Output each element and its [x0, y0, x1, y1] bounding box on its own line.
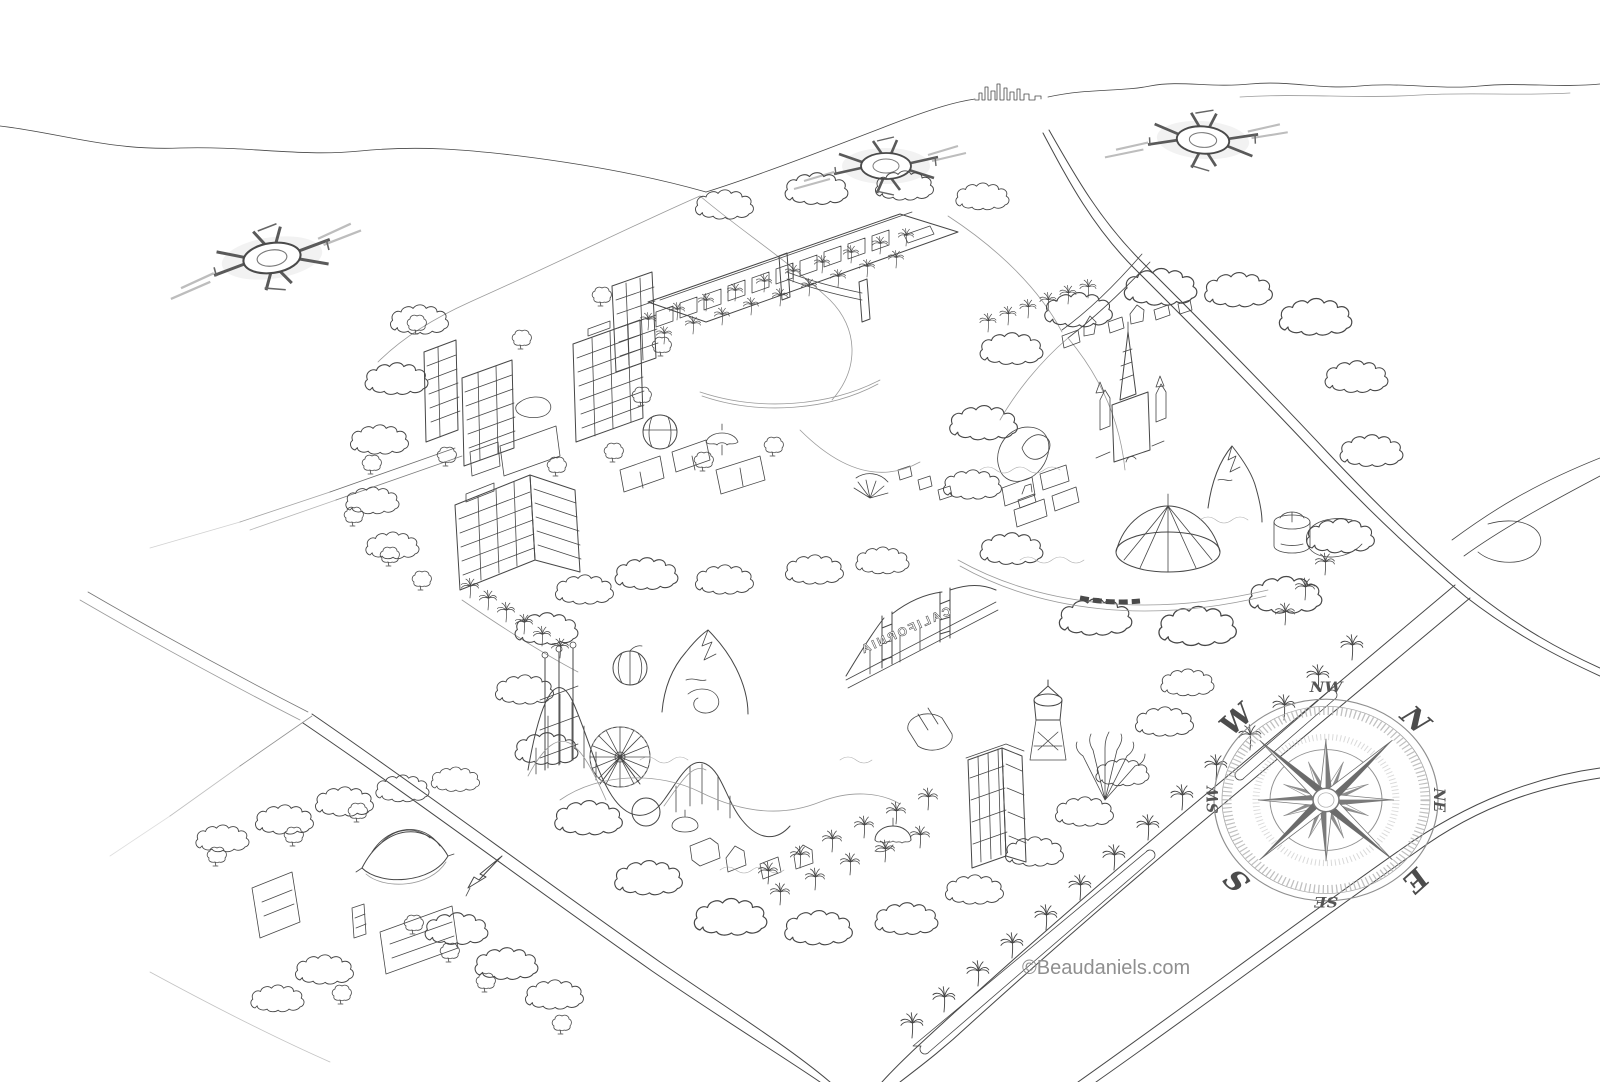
parking-roof	[647, 213, 959, 323]
hotel-walkway-palms	[460, 577, 579, 673]
toontown-buildings	[1061, 299, 1193, 349]
tree-row-north	[195, 766, 480, 853]
road-median-short	[1234, 689, 1338, 781]
low-buildings	[251, 871, 459, 975]
main-street-buildings	[1001, 464, 1080, 528]
monorail-beam	[699, 379, 881, 409]
freeway-edge-2	[1042, 132, 1600, 677]
parking-roof-detail	[659, 211, 935, 301]
road-median-long	[912, 849, 1156, 1055]
water-tower	[1029, 679, 1067, 761]
distant-city-skyline	[974, 83, 1042, 101]
hotel-podium-and-pool	[469, 396, 561, 477]
surface-roads	[79, 195, 1600, 1082]
harbor-boulevard	[881, 584, 1471, 1082]
parking-palm-colonnade	[640, 228, 914, 345]
compass-hub	[1312, 787, 1340, 813]
railroad-and-train	[957, 559, 1269, 612]
matterhorn-mountain	[1207, 445, 1263, 523]
orange-dome	[612, 645, 648, 686]
convention-center-block	[195, 766, 584, 1035]
park-berm-groves	[943, 267, 1404, 647]
space-mountain-dome	[1115, 493, 1221, 573]
promenade-shops	[619, 439, 766, 495]
horizon-mountains-right	[1047, 82, 1600, 98]
hotel-towers-west	[406, 271, 672, 477]
roller-coaster	[527, 687, 791, 838]
marquee-arrow-sign	[465, 855, 503, 897]
boardwalk-palm-rows	[758, 787, 938, 906]
hotel-slab-south	[454, 474, 582, 673]
compass-label-ne: NE	[1430, 787, 1449, 812]
west-edge-groves	[343, 304, 449, 591]
golden-gate-bridge-entrance	[845, 585, 999, 689]
ticket-esplanade	[799, 429, 953, 501]
watermark-credit: ©Beaudaniels.com	[1022, 957, 1190, 979]
downtown-promenade	[619, 379, 881, 495]
compass-tick-ring	[1222, 706, 1430, 894]
parking-structure	[640, 170, 1097, 345]
lagoon-outline	[559, 777, 901, 812]
dome-building	[642, 414, 678, 450]
southwest-trees	[206, 802, 584, 1035]
hotel-tower-main	[572, 319, 645, 443]
compass-label-s: S	[1216, 862, 1257, 899]
pier-theme-park: CALIFORNIA	[495, 473, 1215, 946]
resort-internal-roads	[377, 195, 1126, 471]
compass-label-e: E	[1394, 861, 1437, 900]
freeway-branch-north	[1451, 457, 1600, 557]
compass-label-se: SE	[1314, 893, 1338, 910]
boardwalk-buildings	[689, 837, 814, 880]
umbrella-pavilion	[705, 423, 739, 456]
horizon	[0, 82, 1600, 193]
horizon-ridge-faint	[1239, 92, 1571, 98]
hotel-tower-a	[423, 339, 461, 443]
compass-label-w: W	[1212, 695, 1263, 741]
carousel-dome	[671, 809, 699, 833]
west-road-fading	[149, 447, 463, 549]
southwest-road-fading	[79, 591, 331, 1063]
northeast-palm-row	[979, 278, 1097, 333]
interchange-sketch-east	[1103, 101, 1291, 178]
frontier-mound	[1021, 434, 1051, 460]
compass-rose: N NE E SE S SW W NW	[1203, 679, 1448, 910]
castle	[1095, 321, 1167, 463]
hotel-tower-b	[461, 359, 516, 467]
interchange-loop-east	[1477, 520, 1542, 563]
sunburst-fountain	[853, 473, 889, 499]
grizzly-mountain	[661, 629, 749, 715]
hangar-building	[907, 707, 953, 751]
castle-theme-park	[799, 267, 1404, 647]
tall-hotel-tower	[965, 743, 1027, 869]
hotel-area-trees	[406, 286, 672, 477]
interchange-sketch-center	[792, 135, 968, 197]
parking-facade-panels	[655, 229, 890, 328]
north-edge-groves	[695, 170, 1010, 220]
compass-label-nw: NW	[1309, 679, 1345, 696]
interchange-sketch-west	[161, 210, 370, 308]
horizon-line-center	[705, 98, 976, 193]
round-show-building	[1273, 511, 1311, 554]
horizon-line-left	[0, 125, 707, 193]
palm-fan-cluster	[1075, 731, 1146, 801]
parking-gateway	[778, 252, 871, 323]
katella-avenue	[302, 713, 831, 1082]
crossroad-southeast	[1077, 767, 1600, 1082]
interstate-freeway	[1042, 129, 1600, 677]
compass-label-sw: SW	[1203, 785, 1222, 813]
arena-arched-roof	[355, 829, 455, 885]
freeway-ramp-west	[1061, 253, 1151, 339]
freeway-edge-1	[1048, 129, 1600, 669]
